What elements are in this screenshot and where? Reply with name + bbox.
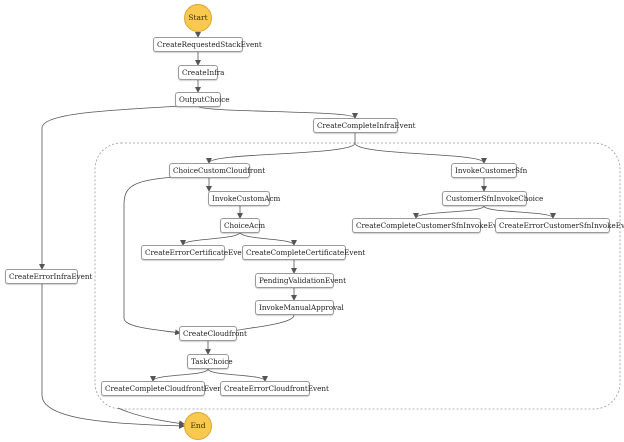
node-create-complete-customer-sfn-invoke-event[interactable]: CreateCompleteCustomerSfnInvokeEvent	[352, 218, 509, 233]
edge-parallel-to-choice-custom-cloudfront	[206, 142, 356, 164]
node-create-error-infra-event[interactable]: CreateErrorInfraEvent	[5, 269, 92, 284]
node-create-cloudfront[interactable]: CreateCloudfront	[179, 326, 247, 341]
node-create-requested-stack-event[interactable]: CreateRequestedStackEvent	[153, 37, 262, 52]
start-node[interactable]: Start	[184, 4, 212, 32]
node-create-error-customer-sfn-invoke-event[interactable]: CreateErrorCustomerSfnInvokeEvent	[495, 218, 624, 233]
node-invoke-custom-acm[interactable]: InvokeCustomAcm	[208, 191, 280, 206]
edge-invoke-choice-to-error-customer-sfn	[483, 205, 556, 219]
edge-parallel-to-end	[117, 407, 185, 427]
edge-invoke-choice-to-complete-customer-sfn	[413, 205, 485, 219]
node-create-complete-cloudfront-event[interactable]: CreateCompleteCloudfrontEvent	[101, 381, 225, 396]
edge-choice-custom-cloudfront-to-create-cloudfront	[123, 176, 181, 336]
node-invoke-manual-approval[interactable]: InvokeManualApproval	[255, 300, 344, 315]
end-node[interactable]: End	[184, 412, 212, 440]
edge-task-choice-to-complete-cloudfront	[150, 368, 209, 382]
edge-choice-acm-to-error-certificate	[180, 231, 241, 246]
edge-choice-acm-to-complete-certificate	[239, 231, 297, 246]
node-create-infra[interactable]: CreateInfra	[178, 65, 224, 80]
node-task-choice[interactable]: TaskChoice	[187, 354, 233, 369]
node-choice-acm[interactable]: ChoiceAcm	[220, 218, 265, 233]
node-choice-custom-cloudfront[interactable]: ChoiceCustomCloudfront	[169, 163, 265, 178]
node-invoke-customer-sfn[interactable]: InvokeCustomerSfn	[451, 163, 527, 178]
node-create-complete-infra-event[interactable]: CreateCompleteInfraEvent	[313, 118, 415, 133]
node-create-error-cloudfront-event[interactable]: CreateErrorCloudfrontEvent	[220, 381, 329, 396]
edge-task-choice-to-error-cloudfront	[207, 368, 268, 382]
edge-parallel-to-invoke-customer-sfn	[354, 142, 487, 164]
node-output-choice[interactable]: OutputChoice	[175, 92, 230, 107]
node-create-complete-certificate-event[interactable]: CreateCompleteCertificateEvent	[242, 245, 365, 260]
edge-output-choice-to-complete-infra	[197, 105, 358, 119]
edge-output-choice-to-error-infra	[39, 105, 181, 270]
node-create-error-certificate-event[interactable]: CreateErrorCertificateEvent	[141, 245, 249, 260]
parallel-branch-region	[94, 142, 621, 410]
edge-error-infra-to-end	[41, 284, 185, 429]
node-pending-validation-event[interactable]: PendingValidationEvent	[255, 273, 346, 288]
node-customer-sfn-invoke-choice[interactable]: CustomerSfnInvokeChoice	[442, 191, 543, 206]
